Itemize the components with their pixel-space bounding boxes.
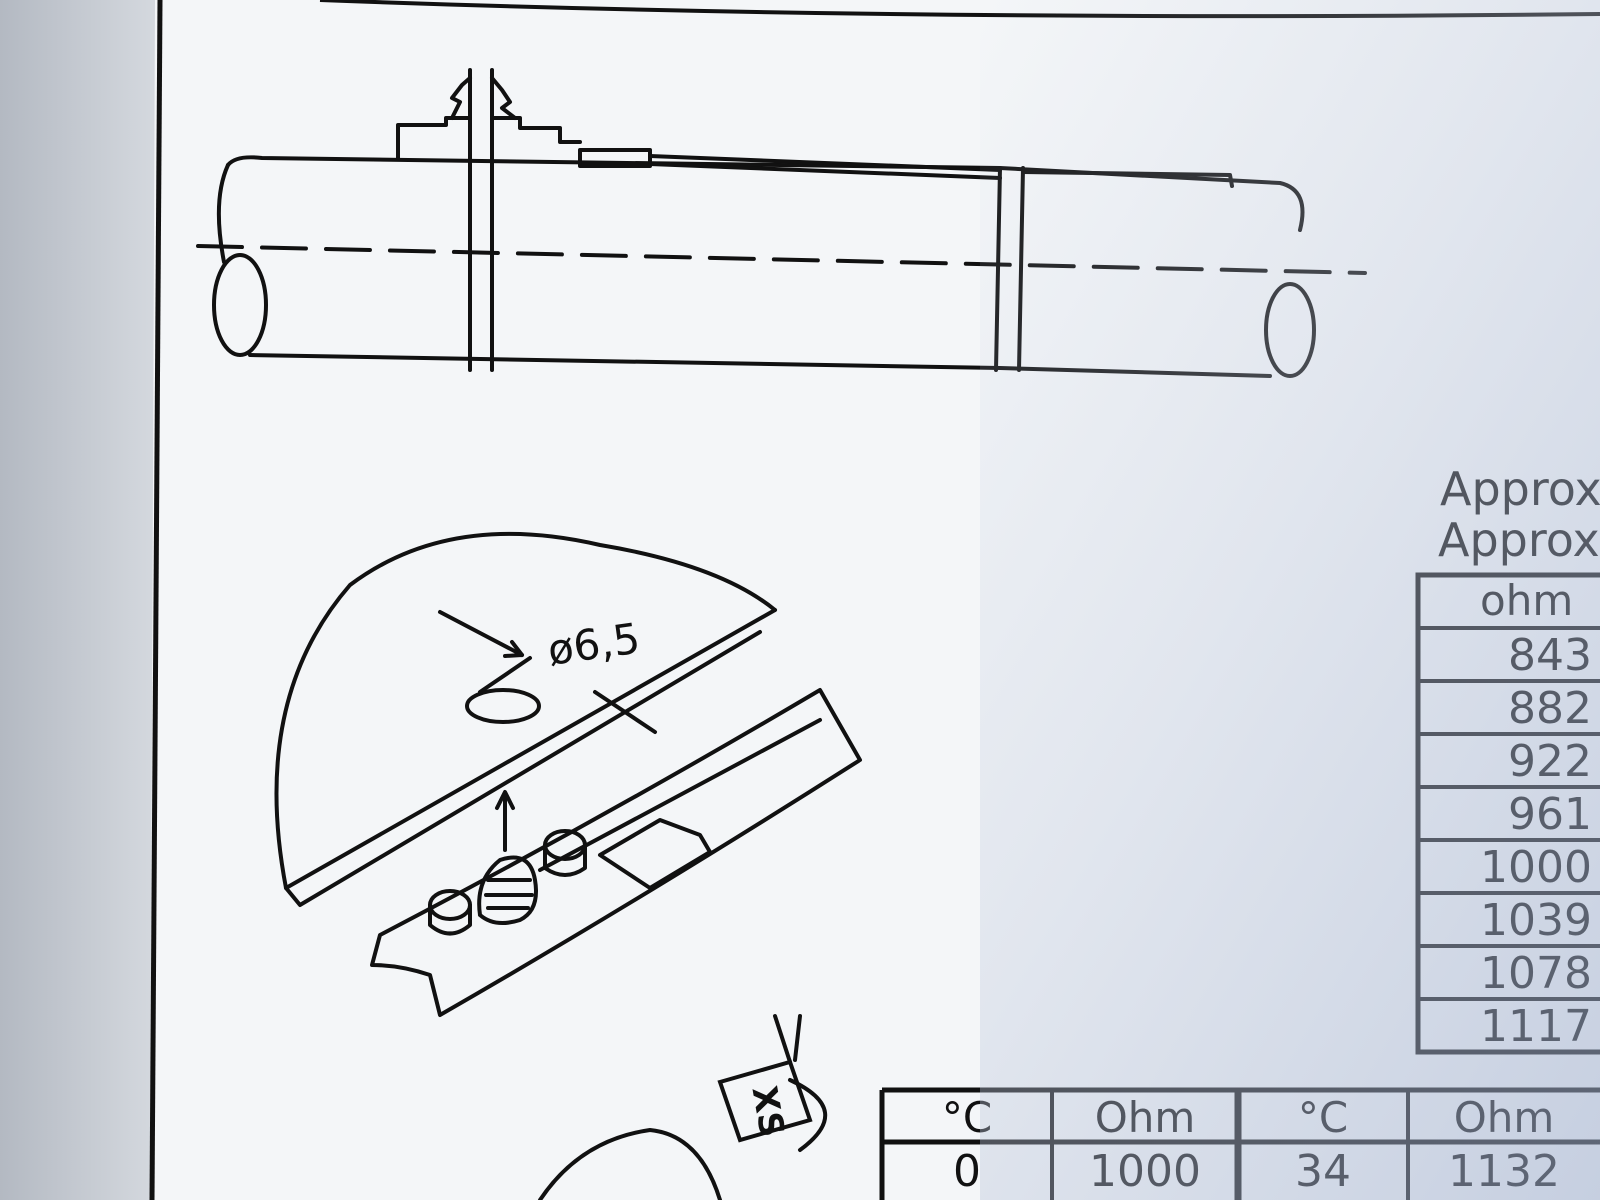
conversion-table-cell: 1132 bbox=[1448, 1146, 1560, 1197]
dimension-ticks bbox=[478, 656, 657, 734]
conversion-table-header: °C bbox=[942, 1093, 992, 1142]
sensor-spike-left bbox=[450, 76, 472, 120]
cable-strip bbox=[648, 154, 1002, 180]
resistance-table-cell: 1117 bbox=[1480, 1001, 1592, 1052]
rail-sleeve bbox=[598, 818, 712, 890]
conversion-table-cell: 1000 bbox=[1089, 1146, 1201, 1197]
cable-coil bbox=[538, 1127, 722, 1200]
sheet-border-left bbox=[149, 0, 163, 1200]
mounting-rail bbox=[370, 688, 862, 1017]
pipe-left-curve bbox=[216, 163, 230, 264]
resistance-table-cell: 1000 bbox=[1480, 842, 1592, 893]
approx-label-2: Approx bbox=[1438, 513, 1600, 567]
resistance-table-cell: 843 bbox=[1508, 630, 1592, 681]
conversion-table-cell: 34 bbox=[1295, 1146, 1351, 1197]
resistance-table-header: ohm bbox=[1480, 576, 1573, 625]
sensor-tag-drawing bbox=[538, 1014, 828, 1200]
resistance-table-cell: 961 bbox=[1508, 789, 1592, 840]
sensor-tag-box bbox=[717, 1059, 813, 1143]
conversion-table-cell: 0 bbox=[953, 1146, 981, 1197]
curved-plate-edge bbox=[284, 608, 777, 907]
pipe-end-left bbox=[212, 253, 268, 357]
dimension-arrowhead bbox=[503, 640, 524, 658]
insert-arrow-icon bbox=[495, 790, 515, 852]
conversion-table-header: Ohm bbox=[1095, 1093, 1196, 1142]
sensor-wires bbox=[773, 1014, 802, 1064]
resistance-table-cell: 882 bbox=[1508, 683, 1592, 734]
approx-label-1: Approx bbox=[1440, 462, 1600, 516]
conversion-table-header: °C bbox=[1298, 1093, 1348, 1142]
resistance-table-cell: 1078 bbox=[1480, 948, 1592, 999]
curved-plate-outline bbox=[274, 531, 777, 890]
sensor-loop bbox=[788, 1078, 828, 1152]
paper-sheet bbox=[150, 0, 1600, 1200]
mount-hole bbox=[465, 688, 541, 724]
sensor-clip bbox=[477, 855, 538, 926]
conversion-table-header: Ohm bbox=[1454, 1093, 1555, 1142]
sensor-tag-label: XS bbox=[744, 1083, 792, 1140]
resistance-table-cell: 922 bbox=[1508, 736, 1592, 787]
resistance-table-cell: 1039 bbox=[1480, 895, 1592, 946]
sensor-spike-right bbox=[490, 76, 517, 120]
mounting-detail bbox=[274, 531, 862, 1017]
dimension-leader bbox=[438, 610, 524, 657]
